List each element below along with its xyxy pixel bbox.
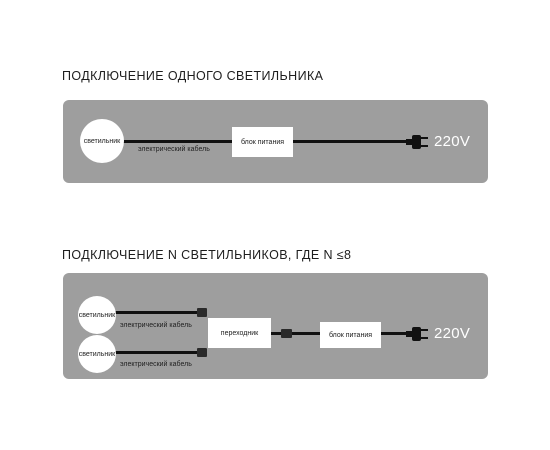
voltage-label: 220V	[434, 325, 471, 342]
plug-icon	[406, 135, 428, 149]
power-supply-box: блок питания	[232, 127, 293, 157]
cable-lamp2	[113, 351, 199, 354]
power-supply-label: блок питания	[328, 331, 373, 339]
section-title-single: ПОДКЛЮЧЕНИЕ ОДНОГО СВЕТИЛЬНИКА	[62, 69, 324, 83]
single-connection-panel: светильник электрический кабель блок пит…	[63, 100, 488, 183]
power-supply-box: блок питания	[320, 322, 381, 348]
multi-connection-panel: светильник электрический кабель светильн…	[63, 273, 488, 379]
cable-lamp1	[113, 311, 199, 314]
cable-psu-to-plug	[381, 332, 409, 335]
cable-splitter-to-psu	[271, 332, 321, 335]
lamp-label: светильник	[78, 311, 116, 319]
power-supply-label: блок питания	[240, 138, 285, 146]
lamp-label: светильник	[78, 350, 116, 358]
splitter-box: переходник	[208, 318, 271, 348]
lamp-1: светильник	[78, 296, 116, 334]
voltage-label: 220V	[434, 133, 471, 150]
plug-icon	[406, 327, 428, 341]
cable-label: электрический кабель	[120, 361, 192, 368]
lamp-2: светильник	[78, 335, 116, 373]
cable-label: электрический кабель	[120, 322, 192, 329]
connector-icon	[197, 348, 207, 357]
connector-icon	[197, 308, 207, 317]
cable-psu-to-plug	[293, 140, 408, 143]
cable-label: электрический кабель	[138, 146, 210, 153]
section-title-multi: ПОДКЛЮЧЕНИЕ N СВЕТИЛЬНИКОВ, ГДЕ N ≤8	[62, 248, 352, 262]
lamp: светильник	[80, 119, 124, 163]
cable-lamp-to-psu	[118, 140, 233, 143]
splitter-label: переходник	[220, 329, 259, 337]
connector-icon	[281, 329, 292, 338]
lamp-label: светильник	[83, 137, 121, 145]
